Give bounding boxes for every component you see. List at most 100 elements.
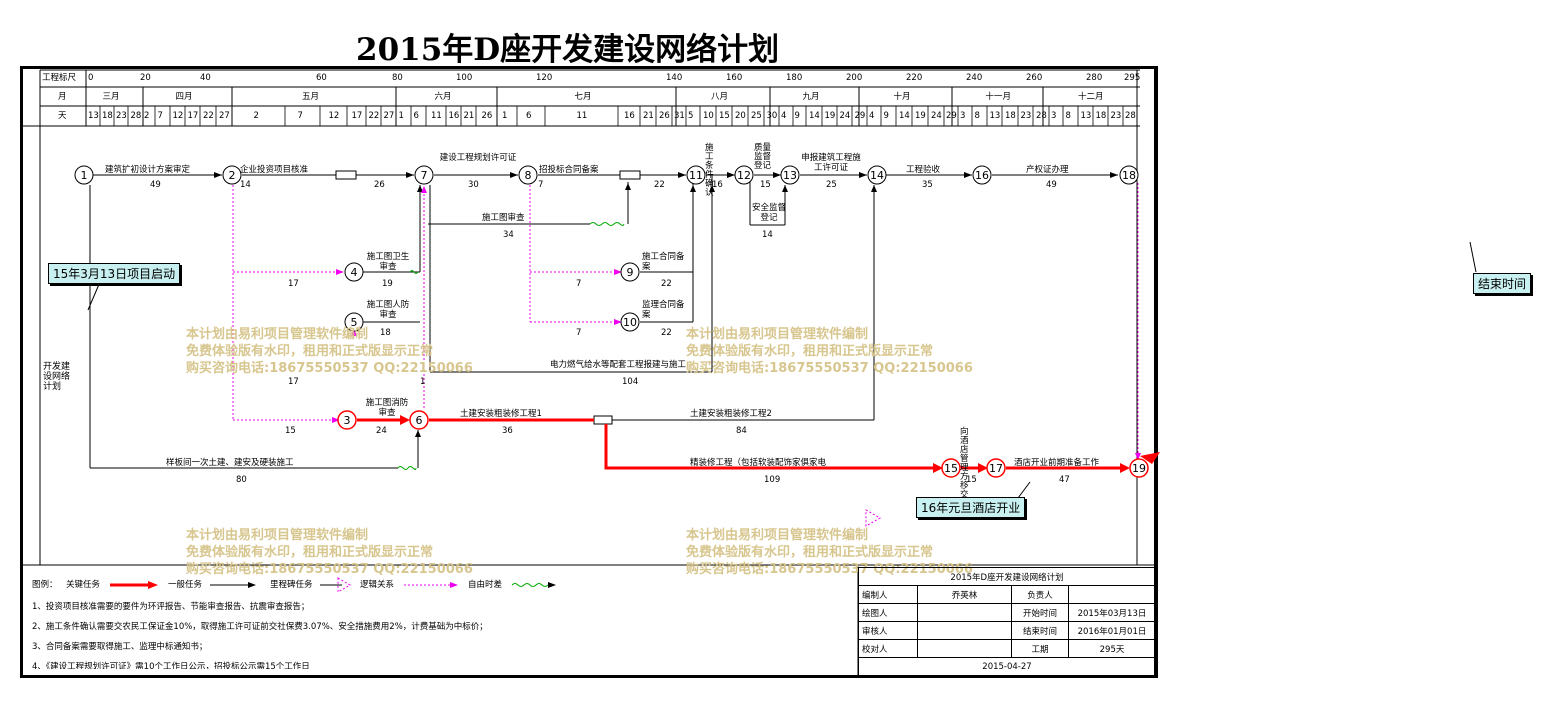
day-cell: 14 — [809, 111, 820, 121]
day-cell: 21 — [643, 111, 654, 121]
node-13: 13 — [780, 165, 800, 185]
task-name: 电力燃气给水等配套工程报建与施工 — [550, 360, 687, 370]
node-17: 17 — [986, 458, 1006, 478]
day-cell: 22 — [203, 111, 214, 121]
day-cell: 16 — [448, 111, 460, 121]
day-cell: 12 — [328, 111, 340, 121]
task-name: 施工图审查 — [482, 213, 525, 223]
day-cell: 18 — [1095, 111, 1107, 121]
task-duration: 14 — [762, 230, 773, 240]
month-cell: 十一月 — [985, 92, 1012, 102]
day-cell: 11 — [431, 111, 442, 121]
ruler-tick: 120 — [536, 73, 553, 83]
note-3: 3、合同备案需要取得施工、监理中标通知书； — [32, 642, 208, 652]
ruler-tick: 80 — [392, 73, 403, 83]
watermark-line: 本计划由易利项目管理软件编制 — [186, 528, 369, 543]
watermark-line: 免费体验版有水印，租用和正式版显示正常 — [186, 545, 434, 560]
day-cell: 8 — [1065, 111, 1071, 121]
ruler-tick: 160 — [726, 73, 743, 83]
legend-float: 自由时差 — [468, 580, 503, 590]
task-name: 施工图消防审查 — [365, 398, 409, 418]
node-4: 4 — [344, 262, 364, 282]
node-6: 6 — [409, 410, 429, 430]
info-table: 2015年D座开发建设网络计划 编制人 乔英林 负责人 绘图人 开始时间 201… — [858, 567, 1156, 676]
day-cell: 29 — [854, 111, 866, 121]
task-duration: 36 — [502, 426, 513, 436]
task-name: 土建安装粗装修工程1 — [460, 409, 542, 419]
month-cell: 九月 — [802, 92, 820, 102]
day-cell: 26 — [659, 111, 670, 121]
task-duration: 17 — [288, 377, 299, 387]
info-title: 2015年D座开发建设网络计划 — [858, 567, 1156, 586]
legend-critical: 关键任务 — [66, 580, 101, 590]
legend-normal: 一般任务 — [168, 580, 203, 590]
reviewer-value — [917, 621, 1012, 640]
watermark-2: 本计划由易利项目管理软件编制 免费体验版有水印，租用和正式版显示正常 购买咨询电… — [686, 326, 973, 377]
task-duration: 16 — [712, 180, 723, 190]
month-label: 月 — [58, 92, 67, 102]
svg-text:5: 5 — [351, 316, 358, 329]
watermark-line: 本计划由易利项目管理软件编制 — [686, 528, 869, 543]
month-cell: 七月 — [574, 92, 592, 102]
day-cell: 16 — [624, 111, 635, 121]
task-duration: 22 — [661, 328, 672, 338]
svg-text:17: 17 — [989, 462, 1003, 475]
task-duration: 34 — [503, 230, 514, 240]
legend-label: 图例： — [32, 580, 58, 590]
day-cell: 26 — [481, 111, 493, 121]
ruler-tick: 180 — [786, 73, 803, 83]
month-cell: 六月 — [434, 92, 452, 102]
svg-text:2: 2 — [229, 169, 236, 182]
svg-text:18: 18 — [1122, 169, 1136, 182]
watermark-line: 购买咨询电话:18675550537 QQ:22150066 — [186, 361, 473, 376]
task-name: 土建安装粗装修工程2 — [690, 409, 772, 419]
day-cell: 28 — [1125, 111, 1136, 121]
start-callout: 15年3月13日项目启动 — [48, 263, 181, 284]
task-duration: 7 — [576, 279, 582, 289]
drawer-value — [917, 603, 1012, 622]
legend-logic: 逻辑关系 — [360, 580, 395, 590]
critical-arrowheads — [400, 415, 1130, 473]
watermark-line: 免费体验版有水印，租用和正式版显示正常 — [686, 545, 934, 560]
start-label: 开始时间 — [1011, 603, 1069, 622]
node-10: 10 — [620, 312, 640, 332]
task-duration: 80 — [236, 475, 247, 485]
ruler-tick: 0 — [88, 73, 94, 83]
node-15: 15 — [941, 458, 961, 478]
task-duration: 30 — [468, 180, 479, 190]
page-title: 2015年D座开发建设网络计划 — [356, 32, 780, 68]
legend-symbols — [110, 577, 556, 593]
day-cell: 7 — [157, 111, 163, 121]
task-name: 施工条件确认 — [705, 143, 714, 198]
task-duration: 24 — [376, 426, 387, 436]
note-1: 1、投资项目核准需要的要件为环评报告、节能审查报告、抗震审查报告； — [32, 602, 310, 612]
note-4: 4、《建设工程规划许可证》需10个工作日公示，招投标公示需15个工作日 — [32, 662, 310, 669]
task-duration: 15 — [760, 180, 771, 190]
node-14: 14 — [867, 165, 887, 185]
day-cell: 11 — [576, 111, 588, 121]
svg-text:4: 4 — [351, 266, 358, 279]
chart-frame — [20, 66, 1158, 678]
watermark-3: 本计划由易利项目管理软件编制 免费体验版有水印，租用和正式版显示正常 购买咨询电… — [186, 527, 473, 578]
task-name: 酒店开业前期准备工作 — [1014, 458, 1100, 468]
end-time-callout: 结束时间 — [1473, 273, 1532, 294]
node-11: 11 — [686, 165, 706, 185]
task-duration: 84 — [736, 426, 747, 436]
day-cell: 14 — [899, 111, 910, 121]
ruler-tick: 200 — [846, 73, 863, 83]
svg-text:14: 14 — [870, 169, 884, 182]
info-date: 2015-04-27 — [858, 657, 1156, 676]
day-cell: 13 — [989, 111, 1001, 121]
month-cell: 十月 — [893, 92, 911, 102]
task-name: 精装修工程（包括软装配饰家俱家电 — [690, 458, 827, 468]
period-label: 工期 — [1011, 639, 1069, 658]
ruler-tick: 100 — [456, 73, 473, 83]
task-name: 质量监督登记 — [754, 143, 772, 171]
ruler-label: 工程标尺 — [42, 73, 77, 83]
month-cell: 三月 — [102, 92, 120, 102]
ruler-tick: 60 — [316, 73, 327, 83]
task-name: 施工图卫生审查 — [366, 252, 410, 272]
task-name: 安全监督登记 — [752, 203, 787, 223]
task-duration: 22 — [661, 279, 672, 289]
